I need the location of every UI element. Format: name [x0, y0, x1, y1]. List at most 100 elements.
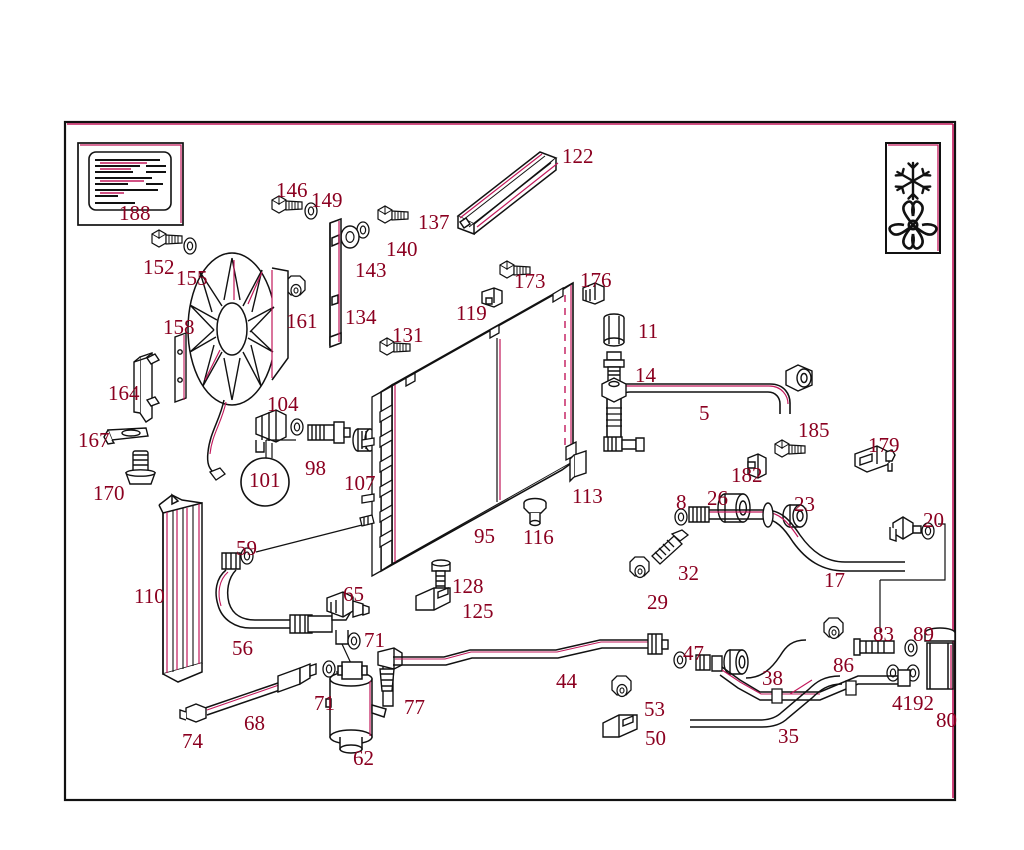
- cartridge-80: [924, 627, 956, 690]
- callout-170: 170: [93, 481, 125, 505]
- callout-116: 116: [523, 525, 554, 549]
- callout-143: 143: [355, 258, 387, 282]
- hose-lower-fitting-5: [603, 436, 645, 452]
- nut-53: [611, 675, 632, 698]
- valve-20: [889, 516, 922, 542]
- callout-38: 38: [762, 666, 783, 690]
- bolt-152: [151, 229, 183, 248]
- fitting-68: [277, 662, 317, 693]
- callout-149: 149: [311, 188, 343, 212]
- washer-155: [183, 237, 197, 255]
- callout-26: 26: [707, 486, 728, 510]
- receiver-drier-62: [325, 661, 387, 754]
- placard-text-lines: [95, 159, 166, 204]
- callout-65: 65: [343, 582, 364, 606]
- fitting-74: [179, 703, 207, 723]
- pressure-switch-65: [326, 591, 370, 618]
- line-35-end: [897, 669, 911, 687]
- condenser-inlet-fitting: [359, 514, 375, 527]
- clip-125: [415, 586, 451, 611]
- callout-101: 101: [249, 468, 281, 492]
- hose-crimp-5: [606, 407, 622, 427]
- guide-rail-158: [174, 332, 187, 403]
- callout-134: 134: [345, 305, 377, 329]
- line-35-lower: [745, 639, 807, 679]
- hose-end-fitting-5: [785, 364, 813, 392]
- callout-98: 98: [305, 456, 326, 480]
- callout-50: 50: [645, 726, 666, 750]
- callout-41: 41: [892, 691, 913, 715]
- callout-29: 29: [647, 590, 668, 614]
- callout-80: 80: [936, 708, 957, 732]
- bushing-143: [340, 225, 360, 249]
- callout-152: 152: [143, 255, 175, 279]
- callout-20: 20: [923, 508, 944, 532]
- callout-74: 74: [182, 729, 203, 753]
- bracket-179: [854, 445, 896, 473]
- callout-47: 47: [683, 641, 704, 665]
- line-68: [204, 682, 281, 716]
- fan-shroud-rail-134: [329, 217, 342, 349]
- hose-56: [215, 569, 296, 629]
- valve-98: [307, 421, 351, 444]
- callout-83: 83: [873, 622, 894, 646]
- hose-56-fittings: [221, 552, 313, 634]
- callout-14: 14: [635, 363, 656, 387]
- icon-box: [885, 142, 941, 254]
- callout-155: 155: [176, 266, 208, 290]
- callout-5: 5: [699, 401, 710, 425]
- callout-44: 44: [556, 669, 577, 693]
- callout-32: 32: [678, 561, 699, 585]
- callout-110: 110: [134, 584, 165, 608]
- callout-107: 107: [344, 471, 376, 495]
- line-17-fitting: [688, 502, 774, 528]
- clip-176: [582, 282, 605, 305]
- callout-86: 86: [833, 653, 854, 677]
- nut-86: [823, 617, 844, 640]
- callout-158: 158: [163, 315, 195, 339]
- callout-188: 188: [119, 201, 151, 225]
- clip-167: [103, 427, 149, 445]
- callout-17: 17: [824, 568, 845, 592]
- clip-119: [481, 287, 503, 308]
- oring-41: [886, 664, 900, 682]
- fan-connector: [208, 467, 226, 481]
- bracket-164: [133, 352, 161, 423]
- screw-32: [651, 529, 690, 565]
- condenser-top-tabs: [405, 286, 564, 388]
- hose-fitting-5-top: [601, 377, 627, 403]
- connector-104: [255, 409, 287, 453]
- clamp-bolt-77: [377, 647, 403, 692]
- callout-167: 167: [78, 428, 110, 452]
- callout-104: 104: [267, 392, 299, 416]
- callout-182: 182: [731, 463, 763, 487]
- callout-176: 176: [580, 268, 612, 292]
- snowflake-icon: [894, 161, 932, 201]
- bolt-83: [853, 638, 895, 656]
- grommet-116: [523, 497, 547, 527]
- grommet-38: [723, 649, 749, 675]
- callout-122: 122: [562, 144, 594, 168]
- detail-circle-101: [240, 457, 290, 507]
- condenser-95: [380, 281, 574, 573]
- line-lower-left: [690, 675, 843, 728]
- bolt-185: [774, 439, 806, 458]
- nut-29: [629, 556, 650, 579]
- callout-56: 56: [232, 636, 253, 660]
- callout-185: 185: [798, 418, 830, 442]
- callout-119: 119: [456, 301, 487, 325]
- line-35-fittings: [695, 654, 723, 672]
- fan-icon: [888, 200, 938, 250]
- seal-strip-122: [456, 151, 558, 236]
- washer-104b: [290, 418, 304, 436]
- placard-outer-box: [77, 142, 184, 226]
- service-port-14: [603, 351, 625, 382]
- expanding-rivet-170: [125, 450, 156, 485]
- callout-92: 92: [913, 691, 934, 715]
- callout-173: 173: [514, 269, 546, 293]
- callout-113: 113: [572, 484, 603, 508]
- clip-50: [602, 714, 638, 738]
- evaporator-110: [158, 493, 203, 683]
